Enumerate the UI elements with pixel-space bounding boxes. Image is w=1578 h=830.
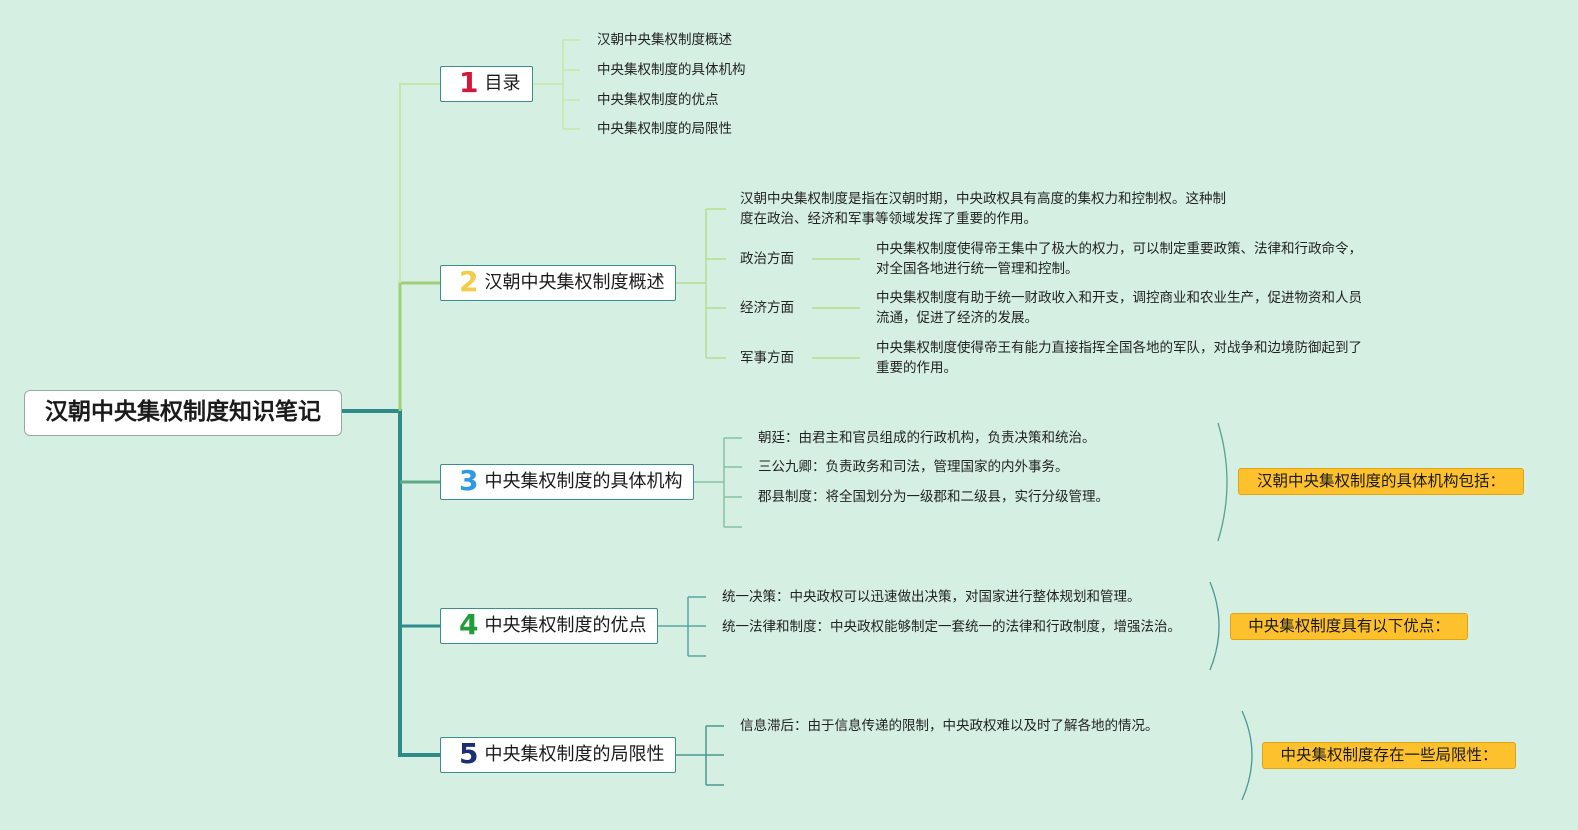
root-topic[interactable]: 汉朝中央集权制度知识笔记 <box>24 390 342 436</box>
advantage-item[interactable]: 统一法律和制度：中央政权能够制定一套统一的法律和行政制度，增强法治。 <box>722 619 1181 635</box>
b4-leaf-lines <box>658 596 706 657</box>
branch-label: 目录 <box>484 73 521 94</box>
branch-number: 1 <box>459 66 479 99</box>
b3-summary-brace <box>1217 422 1228 542</box>
trunk-to-b1 <box>399 83 440 283</box>
trunk-to-b2 <box>398 281 440 411</box>
aspect-name-economy[interactable]: 经济方面 <box>740 300 794 316</box>
aspect-detail-economy[interactable]: 中央集权制度有助于统一财政收入和开支，调控商业和农业生产，促进物资和人员流通，促… <box>876 290 1362 326</box>
branch-label: 中央集权制度的局限性 <box>484 744 665 765</box>
trunk-line <box>342 409 440 757</box>
b5-leaf-lines <box>676 725 724 786</box>
branch-number: 5 <box>459 737 479 770</box>
aspect-name-military[interactable]: 军事方面 <box>740 350 794 366</box>
b5-summary-brace <box>1241 710 1253 801</box>
contents-item[interactable]: 中央集权制度的具体机构 <box>597 62 746 78</box>
branch-label: 汉朝中央集权制度概述 <box>484 272 665 293</box>
b4-summary-brace <box>1209 581 1220 671</box>
advantages-summary[interactable]: 中央集权制度具有以下优点： <box>1230 613 1468 640</box>
branch-number: 4 <box>459 608 479 641</box>
institution-item[interactable]: 三公九卿：负责政务和司法，管理国家的内外事务。 <box>758 459 1069 475</box>
aspect-name-politics[interactable]: 政治方面 <box>740 251 794 267</box>
contents-item[interactable]: 汉朝中央集权制度概述 <box>597 32 732 48</box>
institutions-summary[interactable]: 汉朝中央集权制度的具体机构包括： <box>1238 468 1524 495</box>
b3-leaf-lines <box>694 437 742 528</box>
aspect-detail-politics[interactable]: 中央集权制度使得帝王集中了极大的权力，可以制定重要政策、法律和行政命令，对全国各… <box>876 241 1362 277</box>
b2-aspect-lines <box>812 258 860 359</box>
institution-item[interactable]: 郡县制度：将全国划分为一级郡和二级县，实行分级管理。 <box>758 489 1109 505</box>
b1-leaf-lines <box>533 39 580 130</box>
aspect-detail-military[interactable]: 中央集权制度使得帝王有能力直接指挥全国各地的军队，对战争和边境防御起到了重要的作… <box>876 340 1362 376</box>
b2-leaf-lines <box>676 208 726 359</box>
overview-intro[interactable]: 汉朝中央集权制度是指在汉朝时期，中央政权具有高度的集权力和控制权。这种制度在政治… <box>740 191 1226 227</box>
branch-label: 中央集权制度的具体机构 <box>484 471 683 492</box>
branch-label: 中央集权制度的优点 <box>484 615 647 636</box>
limitations-summary[interactable]: 中央集权制度存在一些局限性： <box>1262 742 1516 769</box>
contents-item[interactable]: 中央集权制度的局限性 <box>597 121 732 137</box>
institution-item[interactable]: 朝廷：由君主和官员组成的行政机构，负责决策和统治。 <box>758 430 1096 446</box>
contents-item[interactable]: 中央集权制度的优点 <box>597 92 719 108</box>
limitation-item[interactable]: 信息滞后：由于信息传递的限制，中央政权难以及时了解各地的情况。 <box>740 718 1159 734</box>
advantage-item[interactable]: 统一决策：中央政权可以迅速做出决策，对国家进行整体规划和管理。 <box>722 589 1141 605</box>
branch-number: 2 <box>459 265 479 298</box>
branch-number: 3 <box>459 464 479 497</box>
